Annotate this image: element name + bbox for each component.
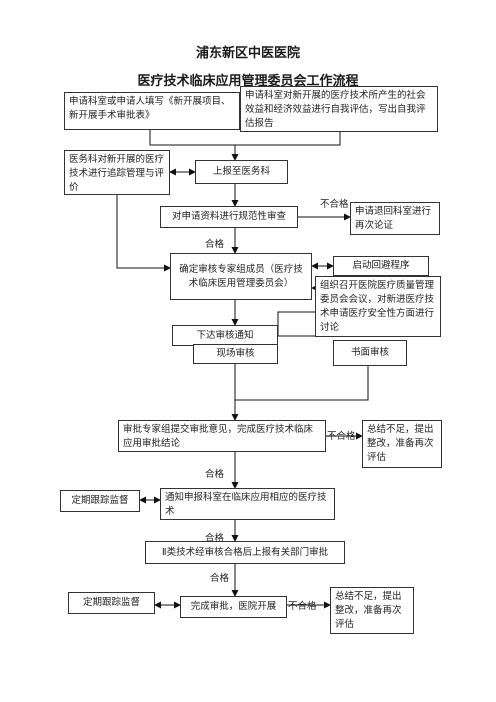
fail-label-1: 不合格 <box>320 199 349 210</box>
expert-team-box: 确定审核专家组成员（医疗技术临床医用管理委员会） <box>170 253 312 300</box>
notify-clinical-box: 通知申报科室在临床应用相应的医疗技术 <box>160 488 335 520</box>
submit-opinion-box: 审批专家组提交审批意见，完成医疗技术临床应用审批结论 <box>118 420 326 452</box>
track-supervise-box-2: 定期跟踪监督 <box>68 592 155 614</box>
summarize-box-2: 总结不足，提出整改，准备再次评估 <box>330 587 414 634</box>
meeting-box: 组织召开医院医疗质量管理委员会会议，对新进医疗技术申请医疗安全性方面进行讨论 <box>315 276 441 337</box>
pass-label-3: 合格 <box>205 533 225 544</box>
fail-label-2: 不合格 <box>327 431 356 442</box>
track-supervise-box-1: 定期跟踪监督 <box>60 490 140 512</box>
process-title: 医疗技术临床应用管理委员会工作流程 <box>137 74 359 89</box>
connector-top-left <box>149 130 235 146</box>
onsite-review-box: 现场审核 <box>193 344 278 364</box>
class2-report-box: Ⅱ类技术经审核合格后上报有关部门审批 <box>145 541 345 564</box>
connector-top-right <box>235 130 341 146</box>
summarize-box-1: 总结不足，提出整改，准备再次评估 <box>362 420 442 468</box>
avoid-procedure-box: 启动回避程序 <box>333 256 429 276</box>
apply-form-box: 申请科室或申请人填写《新开展项目、新开展手术审批表》 <box>64 92 240 130</box>
pass-label-2: 合格 <box>205 469 225 480</box>
self-eval-box: 申请科室对新开展的医疗技术所产生的社会效益和经济效益进行自我评估，写出自我评估报… <box>240 86 438 132</box>
report-medical-box: 上报至医务科 <box>195 160 288 184</box>
return-dept-box: 申请退回科室进行再次论证 <box>350 202 440 235</box>
hospital-title: 浦东新区中医医院 <box>195 46 300 61</box>
pass-label-4: 合格 <box>210 573 230 584</box>
pass-label-1: 合格 <box>205 239 225 250</box>
medical-dept-track-box: 医务科对新开展的医疗技术进行追踪管理与评价 <box>64 150 170 195</box>
fail-label-3: 不合格 <box>288 601 317 612</box>
complete-box: 完成审批，医院开展 <box>180 596 287 618</box>
review-standard-box: 对申请资料进行规范性审查 <box>160 206 298 228</box>
issue-notice-box: 下达审核通知 <box>172 325 278 346</box>
written-review-box: 书面审核 <box>333 340 407 366</box>
